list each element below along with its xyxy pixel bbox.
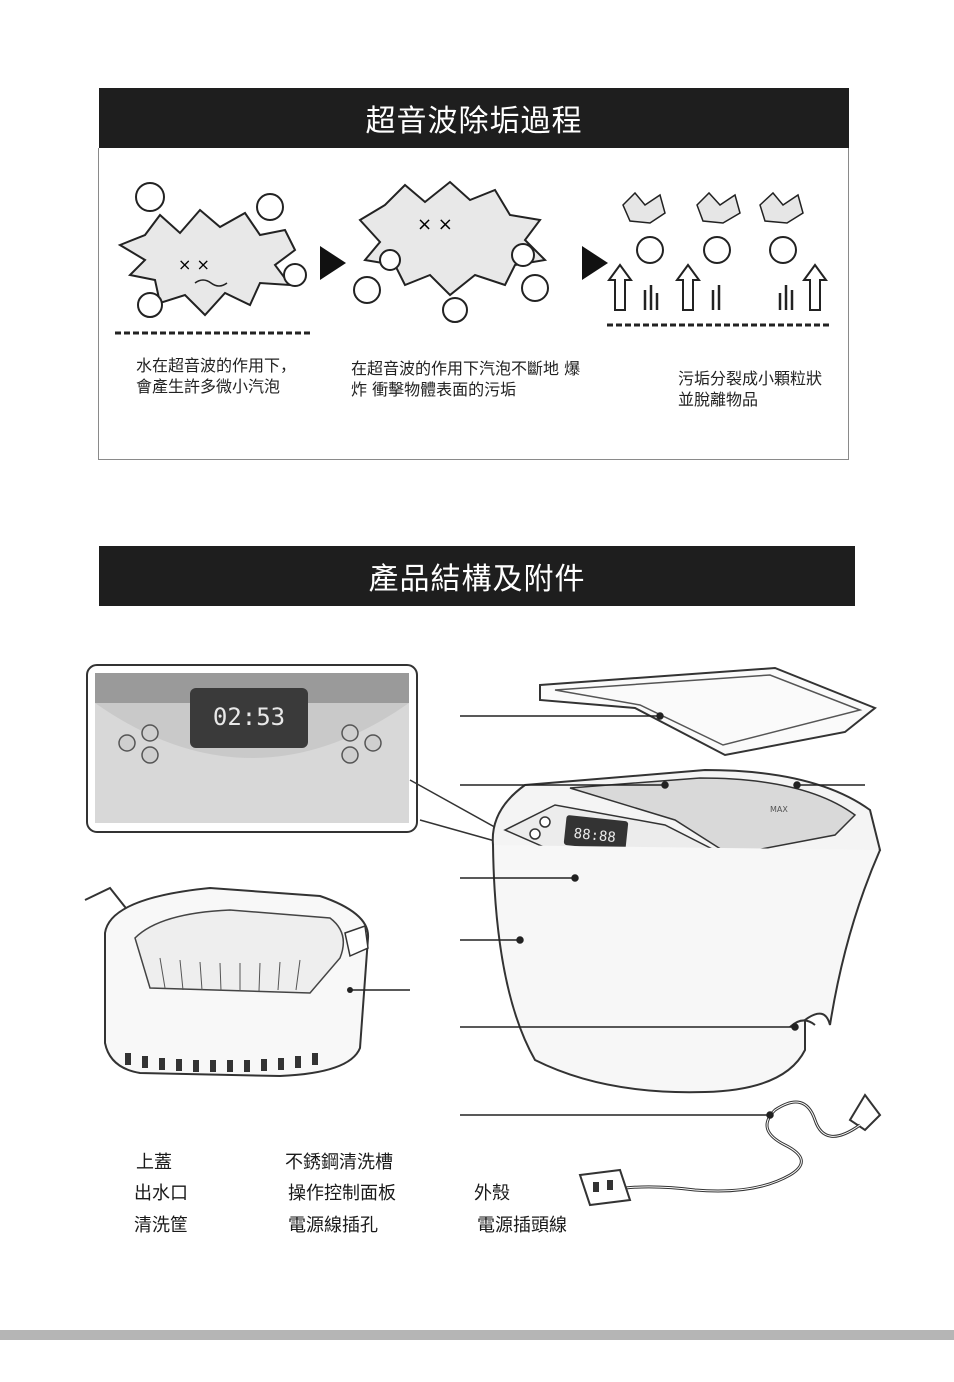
control-panel-inset: 02:53	[86, 664, 418, 833]
footer-bar	[0, 1330, 954, 1340]
process-arrow-icon	[582, 246, 608, 280]
inset-display-text: 02:53	[213, 703, 285, 731]
svg-text:× ×: × ×	[178, 255, 210, 274]
step1-illustration: × ×	[115, 182, 310, 335]
label-cord: 電源插頭線	[477, 1215, 567, 1236]
label-panel: 操作控制面板	[288, 1183, 396, 1204]
step2-illustration: × ×	[353, 180, 549, 323]
basket-leader-line	[347, 987, 410, 993]
cleaning-basket	[84, 886, 370, 1078]
max-mark: MAX	[770, 805, 788, 814]
device-display-text: 88:88	[573, 826, 617, 846]
label-outlet: 出水口	[134, 1183, 188, 1204]
process-box	[98, 148, 849, 460]
power-cord	[578, 1093, 882, 1207]
label-socket: 電源線插孔	[288, 1215, 378, 1236]
process-title: 超音波除垢過程	[365, 104, 583, 139]
step1-caption: 水在超音波的作用下，會產生許多微小汽泡	[136, 356, 297, 396]
process-arrow-icon	[320, 246, 346, 280]
label-basket: 清洗筐	[134, 1215, 188, 1236]
label-tank: 不銹鋼清洗槽	[285, 1152, 393, 1173]
structure-title-banner: 產品結構及附件	[99, 546, 855, 606]
label-shell: 外殼	[474, 1183, 510, 1204]
step3-illustration	[607, 191, 831, 327]
step3-caption: 污垢分裂成小顆粒狀並脫離物品	[678, 369, 823, 409]
svg-text:× ×: × ×	[417, 214, 453, 235]
label-lid: 上蓋	[136, 1152, 172, 1173]
leader-lines	[460, 712, 865, 1119]
process-title-banner: 超音波除垢過程	[99, 88, 849, 148]
structure-title: 產品結構及附件	[368, 562, 586, 597]
cleaner-device: MAX 88:88	[491, 666, 882, 1094]
step2-caption: 在超音波的作用下汽泡不斷地 爆炸 衝擊物體表面的污垢	[351, 359, 581, 399]
